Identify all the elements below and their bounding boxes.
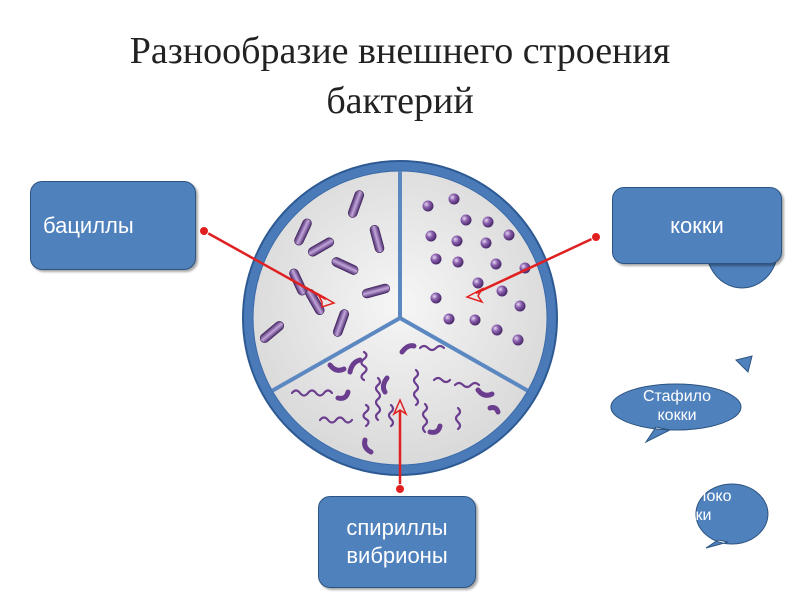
bubble-strepto-text: Стре пток окки — [708, 292, 776, 349]
bacillus — [331, 257, 359, 275]
coccus — [512, 334, 524, 346]
spirillum — [454, 406, 462, 431]
vibrio — [475, 387, 495, 398]
bubble-diplo-text: Диплоко кки — [662, 487, 738, 525]
label-bacilli-text: бациллы — [43, 212, 134, 238]
title-line-2: бактерий — [326, 80, 474, 122]
spirillum — [374, 376, 382, 422]
label-bacilli: бациллы — [30, 181, 196, 270]
spirillum — [421, 402, 429, 434]
spirillum — [412, 368, 420, 407]
bubble-diplo-line: кки — [688, 507, 712, 524]
slide-title: Разнообразие внешнего строения бактерий — [40, 26, 760, 126]
coccus — [482, 216, 494, 228]
coccus — [460, 214, 472, 226]
bubble-strepto-line: пток — [726, 312, 758, 329]
coccus — [452, 256, 464, 268]
coccus — [422, 200, 434, 212]
vibrio — [327, 362, 347, 373]
spirillum — [432, 376, 452, 384]
coccus — [472, 277, 484, 289]
bubble-staphylo-text: Стафило кокки — [614, 387, 740, 425]
spirillum — [387, 403, 395, 428]
label-cocci: кокки — [612, 187, 782, 264]
bubble-strepto-line: окки — [726, 331, 758, 348]
coccus — [491, 324, 503, 336]
bubble-diplo — [695, 483, 769, 549]
coccus — [430, 292, 442, 304]
coccus — [443, 313, 455, 325]
spirillum — [360, 350, 368, 382]
arrows — [199, 226, 601, 494]
coccus — [496, 285, 508, 297]
spirillum — [290, 389, 334, 397]
bacillus — [259, 321, 285, 343]
title-line-1: Разнообразие внешнего строения — [129, 30, 671, 72]
coccus — [490, 258, 502, 270]
bacillus — [294, 218, 312, 246]
bacilli-group — [259, 190, 390, 343]
coccus — [503, 229, 515, 241]
coccus — [425, 230, 437, 242]
coccus — [448, 193, 460, 205]
arrow-bacilli — [203, 229, 327, 301]
vibrio — [427, 423, 443, 435]
spirillum — [362, 403, 370, 428]
coccus — [469, 314, 481, 326]
vibrio — [380, 375, 390, 395]
label-cocci-text: кокки — [670, 212, 724, 238]
arrow-cocci — [475, 235, 597, 295]
bacillus — [369, 225, 385, 253]
plate-dividers — [269, 171, 531, 394]
bacillus — [307, 237, 335, 257]
label-spirilla-text: спириллы — [346, 515, 448, 540]
label-vibrio-text: вибрионы — [346, 543, 448, 568]
cocci-group — [422, 193, 531, 346]
coccus — [480, 237, 492, 249]
label-spirilla-vibrio: спириллы вибрионы — [318, 496, 476, 588]
spirillum — [418, 344, 446, 352]
bubble-diplo-line: Диплоко — [668, 488, 732, 505]
spirilla-group — [290, 344, 481, 434]
bacillus — [332, 309, 350, 337]
bubble-strepto-line: Стре — [723, 293, 761, 310]
bubble-staphylo-line: Стафило — [642, 388, 712, 405]
bubble-staphylo-line: кокки — [657, 407, 697, 424]
bacillus — [347, 190, 365, 218]
bacillus — [362, 283, 390, 299]
vibrio — [362, 437, 374, 455]
vibrio — [487, 405, 501, 415]
vibrio-group — [327, 343, 501, 455]
vibrio — [347, 357, 363, 375]
vibrio — [399, 343, 417, 355]
vibrio — [335, 389, 351, 401]
spirillum — [453, 381, 481, 389]
coccus — [514, 300, 526, 312]
coccus — [451, 235, 463, 247]
bubble-staphylo — [610, 383, 742, 444]
coccus — [430, 253, 442, 265]
spirillum — [318, 416, 354, 424]
